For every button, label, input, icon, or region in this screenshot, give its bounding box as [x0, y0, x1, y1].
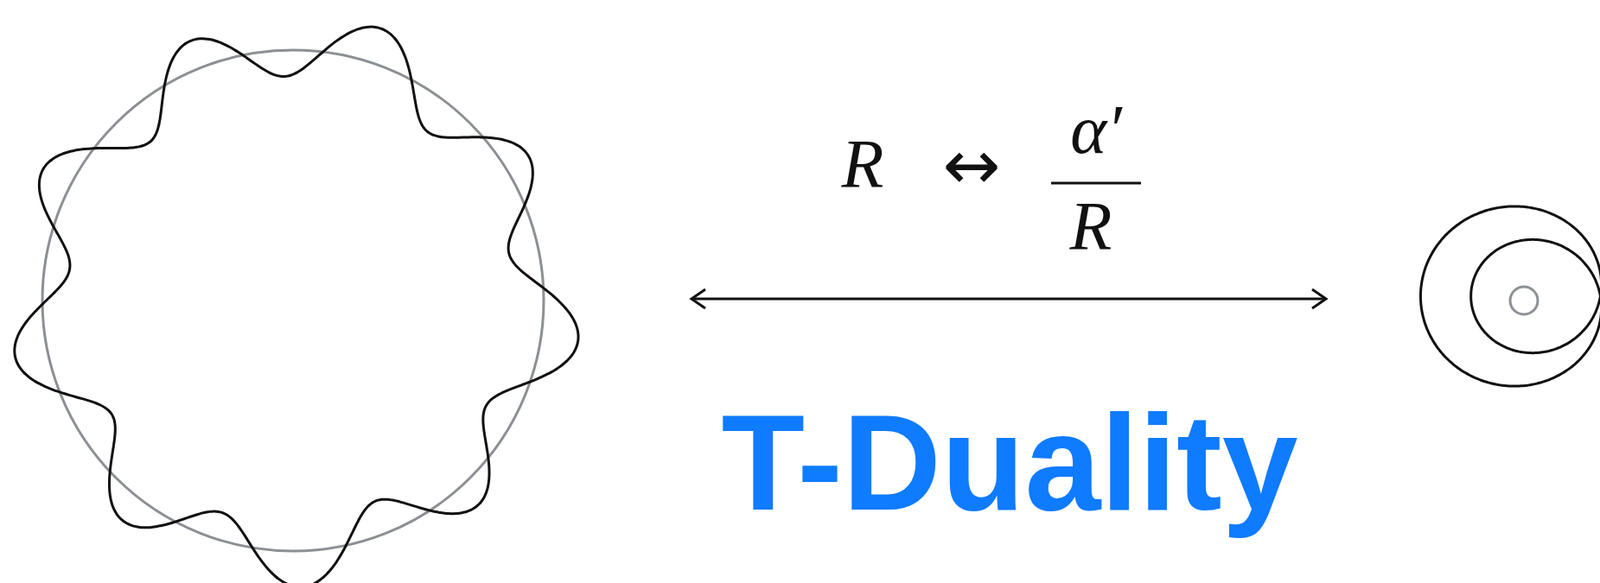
fraction-bar: [1051, 182, 1142, 185]
formula-arrow: ↔: [942, 131, 1001, 201]
arrow-head: [1312, 289, 1326, 309]
formula-denominator: R: [1070, 191, 1113, 262]
winding-string: [1420, 206, 1600, 387]
formula-symbol: R: [841, 129, 885, 199]
double-arrow: [691, 298, 1326, 301]
small-compact-circle: [1510, 286, 1538, 315]
formula-numerator: α′: [1070, 95, 1122, 165]
arrow-head: [691, 289, 706, 309]
compact-circle: [42, 50, 544, 552]
oscillating-string: [14, 26, 579, 583]
title-text: T-Duality: [720, 394, 1298, 531]
